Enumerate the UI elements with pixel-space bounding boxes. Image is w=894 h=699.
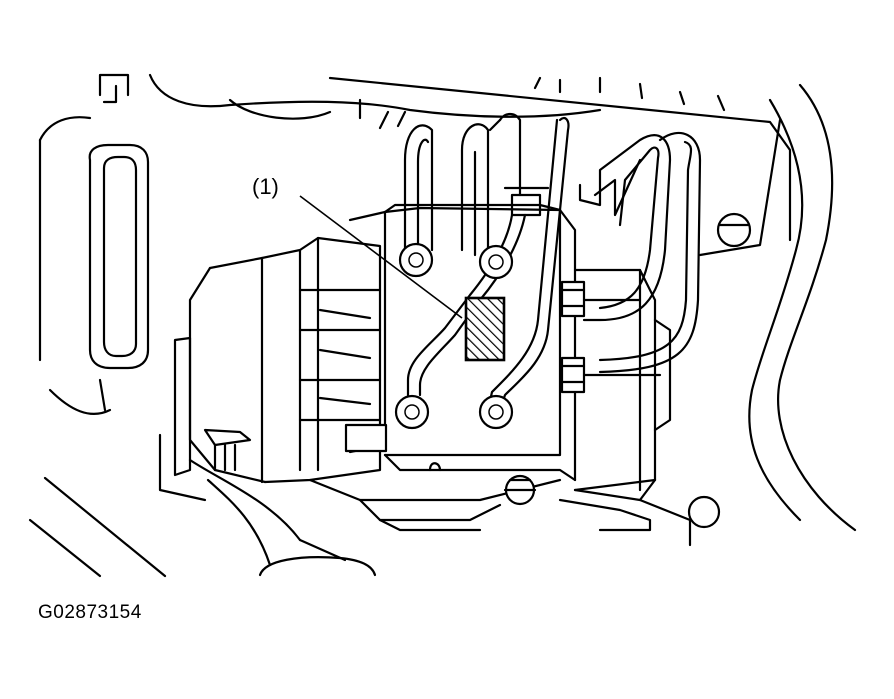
figure-id: G02873154 bbox=[38, 602, 142, 623]
body-panel-outline bbox=[98, 73, 857, 532]
callout-leader-line bbox=[299, 195, 463, 319]
hydraulic-unit-body bbox=[344, 203, 672, 502]
identification-label-area bbox=[464, 296, 506, 362]
lower-rail bbox=[28, 476, 377, 578]
callout-1: (1) bbox=[252, 174, 463, 319]
mounting-bracket bbox=[308, 478, 692, 547]
callout-label: (1) bbox=[252, 174, 279, 199]
connector-assembly bbox=[158, 236, 382, 567]
mounting-bolts bbox=[503, 186, 752, 529]
brake-lines bbox=[403, 112, 702, 412]
left-hose-loop bbox=[38, 116, 150, 415]
flare-nuts bbox=[394, 242, 514, 430]
side-fittings bbox=[560, 280, 662, 394]
